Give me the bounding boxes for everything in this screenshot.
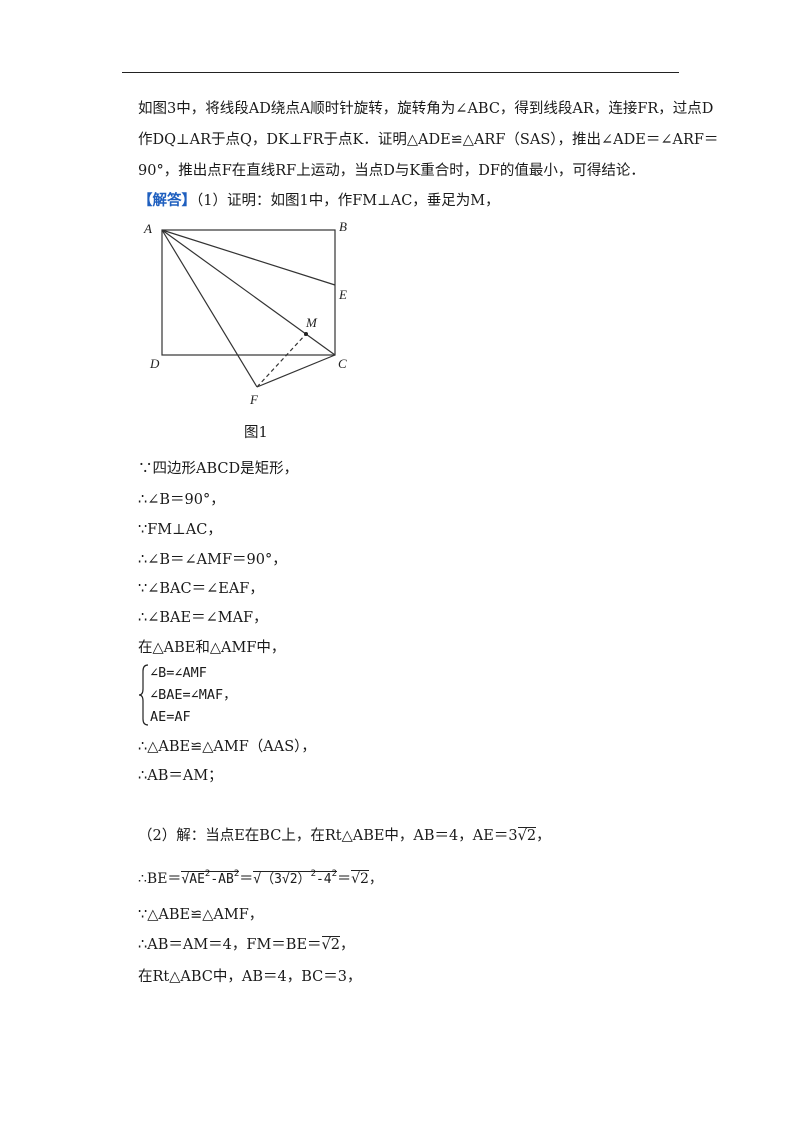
proof-end-1: ∴△ABE≌△AMF（AAS）， bbox=[138, 739, 316, 755]
segment-ae bbox=[161, 229, 336, 286]
sqrt-2-a-value: 2 bbox=[526, 828, 537, 844]
label-e: E bbox=[338, 287, 347, 302]
sup-ae: 2 bbox=[204, 869, 211, 879]
proof-end-2: ∴AB＝AM； bbox=[138, 768, 223, 784]
intro-line-3: 90°，推出点F在直线RF上运动，当点D与K重合时，DF的值最小，可得结论． bbox=[138, 163, 645, 179]
geometry-figure: A B C D E F M bbox=[138, 214, 368, 418]
rad-3: （3 bbox=[261, 872, 282, 887]
be-end: ， bbox=[368, 871, 383, 887]
intro-line-2: 作DQ⊥AR于点Q，DK⊥FR于点K．证明△ADE≌△ARF（SAS），推出∠A… bbox=[138, 132, 719, 148]
segment-ac bbox=[161, 229, 336, 356]
point-m-dot bbox=[304, 332, 308, 336]
case-row-2: ∠BAE=∠MAF， bbox=[150, 687, 237, 703]
sqrt-2-c-value: 2 bbox=[330, 937, 341, 953]
part2-line-5: 在Rt△ABC中，AB＝4，BC＝3， bbox=[138, 969, 362, 985]
rectangle-abcd bbox=[161, 229, 336, 356]
sqrt-2-c: √2 bbox=[321, 936, 341, 953]
case-row-1: ∠B=∠AMF bbox=[150, 665, 207, 681]
part2-line-4: ∴AB＝AM＝4，FM＝BE＝√2， bbox=[138, 935, 355, 955]
sup-4: 2 bbox=[331, 869, 338, 879]
answer-label: 【解答】 bbox=[138, 192, 196, 209]
be-prefix: ∴BE＝ bbox=[138, 871, 182, 887]
segment-fc bbox=[256, 354, 336, 388]
sup-ab: 2 bbox=[233, 869, 240, 879]
part2-line1-end: ， bbox=[536, 828, 551, 844]
sqrt-3sqrt2-4: √（3√2）2-42 bbox=[253, 869, 338, 887]
part2-line1-text: （2）解：当点E在BC上，在Rt△ABE中，AB＝4，AE＝3 bbox=[138, 828, 518, 844]
label-f: F bbox=[249, 392, 259, 407]
rad-close: ） bbox=[297, 872, 311, 887]
inner-sqrt-2-value: 2 bbox=[289, 872, 298, 887]
be-eq2: ＝ bbox=[337, 871, 352, 887]
segment-fm-dashed bbox=[256, 333, 307, 388]
rad-ae: AE bbox=[189, 872, 205, 887]
label-d: D bbox=[149, 356, 160, 371]
proof-line-7: 在△ABE和△AMF中， bbox=[138, 640, 286, 656]
label-m: M bbox=[305, 315, 318, 330]
sqrt-2-b: √2 bbox=[351, 870, 369, 887]
proof-line-6: ∴∠BAE＝∠MAF， bbox=[138, 610, 268, 626]
intro-line-1: 如图3中，将线段AD绕点A顺时针旋转，旋转角为∠ABC，得到线段AR，连接FR，… bbox=[138, 101, 714, 117]
proof-line-1: ∵四边形ABCD是矩形， bbox=[138, 461, 299, 477]
part2-line-3: ∵△ABE≌△AMF， bbox=[138, 907, 264, 923]
sqrt-ae-ab: √AE2-AB2 bbox=[181, 869, 240, 887]
figure-1-svg: A B C D E F M bbox=[143, 219, 347, 407]
part2-be-line: ∴BE＝√AE2-AB2＝√（3√2）2-42＝√2， bbox=[138, 864, 383, 890]
case-row-3: AE=AF bbox=[150, 709, 191, 725]
part2-line4-end: ， bbox=[340, 937, 355, 953]
rad-4: -4 bbox=[315, 872, 332, 887]
header-rule bbox=[122, 72, 679, 73]
segment-af bbox=[161, 229, 258, 388]
part2-line4-text: ∴AB＝AM＝4，FM＝BE＝ bbox=[138, 937, 322, 953]
proof-line-5: ∵∠BAC＝∠EAF， bbox=[138, 581, 264, 597]
sqrt-2-a: √2 bbox=[517, 827, 537, 844]
inner-sqrt-2: √2 bbox=[281, 871, 298, 887]
proof-line-4: ∴∠B＝∠AMF＝90°， bbox=[138, 552, 287, 568]
answer-text: （1）证明：如图1中，作FM⊥AC，垂足为M， bbox=[196, 193, 500, 209]
proof-line-3: ∵FM⊥AC， bbox=[138, 522, 222, 538]
left-brace bbox=[138, 664, 149, 726]
part2-line-1: （2）解：当点E在BC上，在Rt△ABE中，AB＝4，AE＝3√2， bbox=[138, 826, 551, 846]
label-c: C bbox=[338, 356, 347, 371]
sup-paren: 2 bbox=[310, 869, 316, 879]
proof-line-2: ∴∠B＝90°， bbox=[138, 492, 225, 508]
rad-ab: -AB bbox=[210, 872, 234, 887]
answer-line: 【解答】（1）证明：如图1中，作FM⊥AC，垂足为M， bbox=[138, 191, 500, 211]
label-b: B bbox=[339, 219, 347, 234]
label-a: A bbox=[143, 221, 152, 236]
figure-caption: 图1 bbox=[244, 425, 268, 441]
sqrt-2-b-value: 2 bbox=[359, 871, 369, 887]
be-eq: ＝ bbox=[239, 871, 254, 887]
